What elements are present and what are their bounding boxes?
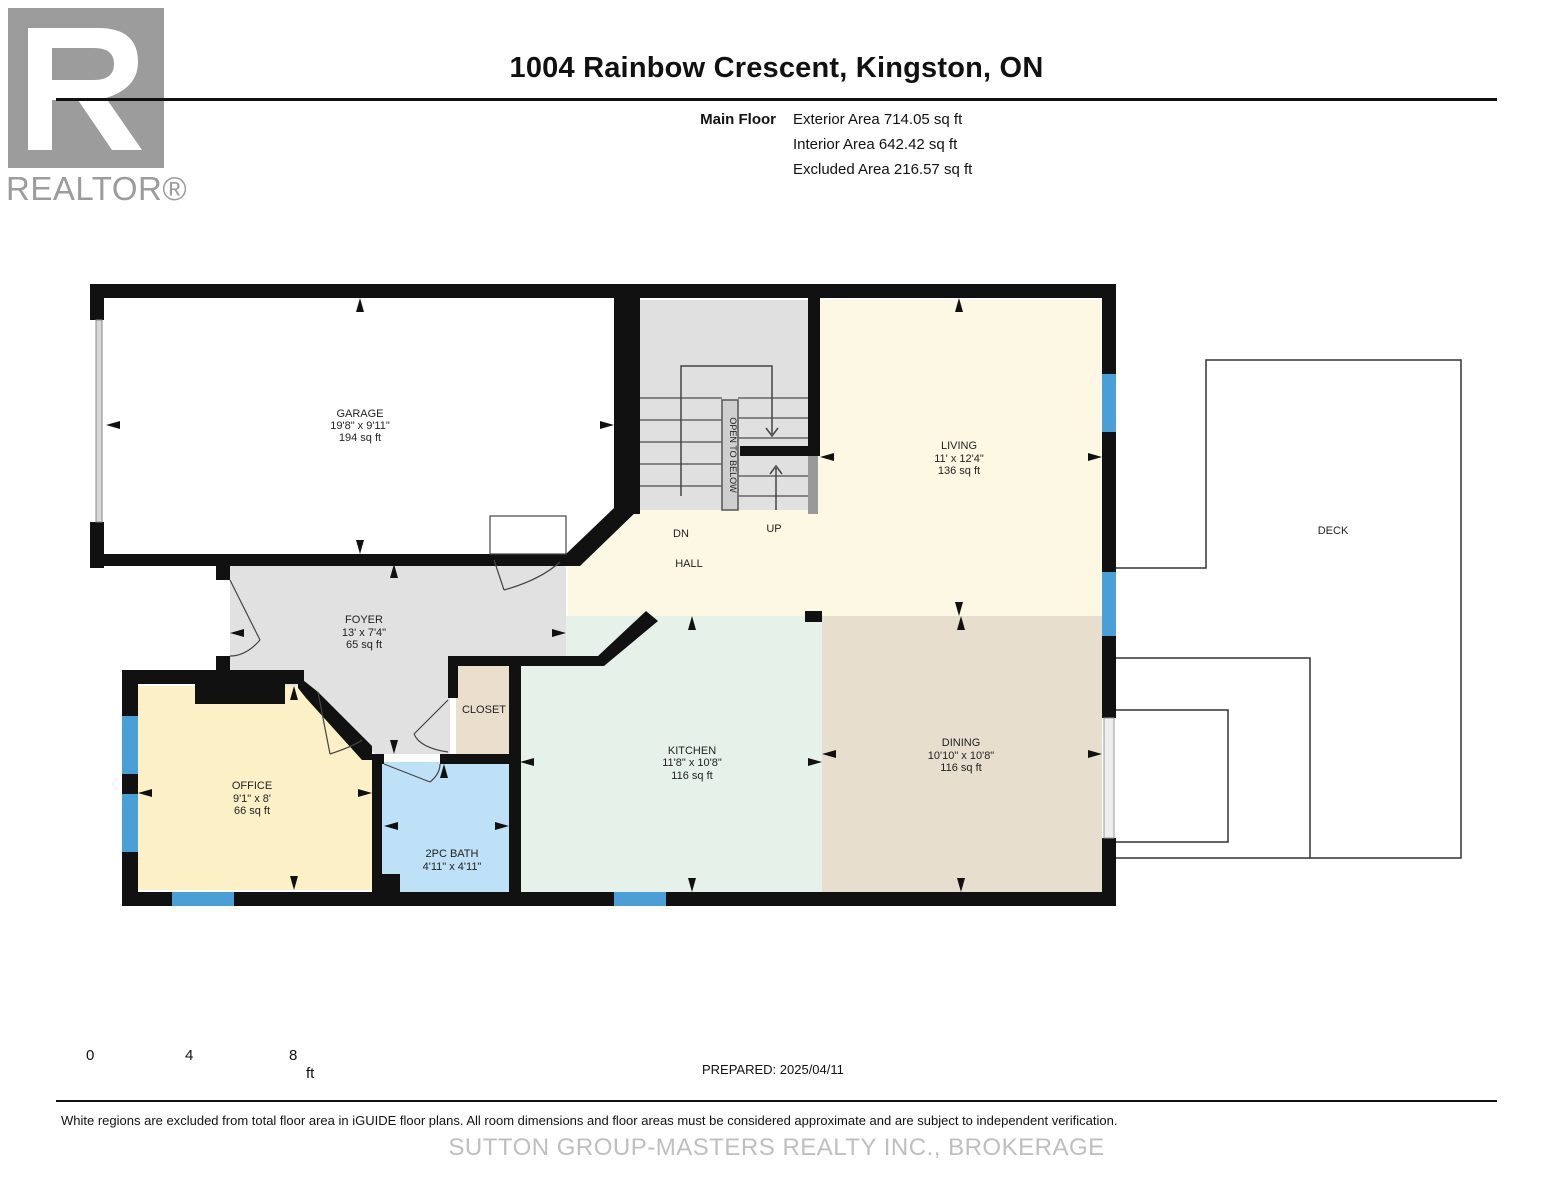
kitchen-dims: 11'8" x 10'8" <box>662 757 722 769</box>
brokerage-watermark: SUTTON GROUP-MASTERS REALTY INC., BROKER… <box>448 1134 1105 1161</box>
living-area: 136 sq ft <box>938 465 980 477</box>
page-title: 1004 Rainbow Crescent, Kingston, ON <box>509 52 1044 84</box>
foyer-fill <box>230 564 566 754</box>
hall-name: HALL <box>675 558 703 570</box>
floor-label: Main Floor <box>700 111 776 128</box>
window-office-south <box>172 892 234 906</box>
bath-name: 2PC BATH <box>426 848 479 860</box>
prepared-date: PREPARED: 2025/04/11 <box>702 1062 844 1077</box>
deck-outline <box>1116 359 1462 859</box>
east-wall-a <box>1102 284 1116 374</box>
deck-name: DECK <box>1318 525 1349 537</box>
east-wall-c <box>1102 636 1116 718</box>
window-kitchen-south <box>614 892 666 906</box>
garage-step <box>489 515 567 555</box>
dining-area: 116 sq ft <box>940 762 981 774</box>
stair-landing-wall <box>740 446 820 456</box>
garage-west-wall-top <box>90 284 104 320</box>
window-office-west-2 <box>122 794 138 852</box>
closet-west-wall <box>448 656 458 698</box>
office-west-wall-b <box>122 774 138 794</box>
scale-tick-8: 8 <box>289 1047 298 1064</box>
office-fill <box>138 686 372 890</box>
scale-unit: ft <box>306 1065 315 1082</box>
closet-door-swing <box>413 699 449 753</box>
office-north-bump <box>195 670 285 704</box>
foyer-west-wall-bottom <box>216 656 230 684</box>
floor-plan: GARAGE 19'8" x 9'11" 194 sq ft LIVING 11… <box>90 284 1462 906</box>
east-wall-d <box>1102 838 1116 906</box>
living-dims: 11' x 12'4" <box>934 453 984 465</box>
foyer-area: 65 sq ft <box>346 639 382 651</box>
office-dims: 9'1" x 8' <box>233 793 271 805</box>
stair-rail <box>808 456 818 514</box>
bath-east-wall <box>509 662 521 892</box>
excluded-area: Excluded Area 216.57 sq ft <box>793 161 973 178</box>
stairs-down-label: DN <box>673 528 689 540</box>
window-living-east-1 <box>1102 374 1116 432</box>
office-door-swing <box>317 691 363 755</box>
exterior-area: Exterior Area 714.05 sq ft <box>793 111 963 128</box>
open-to-below-label: OPEN TO BELOW <box>728 417 738 493</box>
foyer-dims: 13' x 7'4" <box>342 627 386 639</box>
office-east-wall <box>372 754 382 892</box>
living-name: LIVING <box>941 440 977 452</box>
dining-fill <box>822 616 1102 892</box>
foyer-west-wall-top <box>216 564 230 580</box>
scale-tick-4: 4 <box>185 1047 194 1064</box>
window-living-east-2 <box>1102 572 1116 636</box>
office-area: 66 sq ft <box>234 805 270 817</box>
deck-step-inner <box>1116 709 1229 843</box>
disclaimer: White regions are excluded from total fl… <box>61 1113 1118 1128</box>
interior-area: Interior Area 642.42 sq ft <box>793 136 958 153</box>
garage-area: 194 sq ft <box>339 432 381 444</box>
window-office-west-1 <box>122 716 138 774</box>
stairs-up-label: UP <box>766 523 781 535</box>
header-divider <box>56 98 1497 101</box>
garage-door-opening <box>95 319 103 523</box>
office-diagonal-wall <box>298 676 372 760</box>
garage-south-wall <box>90 554 570 566</box>
bath-fill <box>381 762 509 892</box>
north-wall <box>90 284 1116 298</box>
footer-divider <box>56 1100 1497 1102</box>
bath-dims: 4'11" x 4'11" <box>423 861 482 873</box>
closet-north-wall <box>448 656 598 666</box>
stair-east-wall <box>808 298 820 448</box>
realtor-logo-text: REALTOR® <box>6 170 188 207</box>
column <box>805 611 822 622</box>
dining-name: DINING <box>942 737 981 749</box>
closet-fill <box>456 666 512 754</box>
front-door-swing <box>229 579 261 657</box>
realtor-logo-icon <box>8 8 164 168</box>
kitchen-area: 116 sq ft <box>671 770 712 782</box>
dining-door-opening <box>1103 717 1115 839</box>
office-name: OFFICE <box>232 780 272 792</box>
office-east-corner <box>372 874 400 892</box>
kitchen-diagonal-wall <box>598 611 658 666</box>
garage-east-wall <box>614 284 640 514</box>
foyer-name: FOYER <box>345 614 383 626</box>
scale-tick-0: 0 <box>86 1047 95 1064</box>
closet-name: CLOSET <box>462 704 506 716</box>
garage-name: GARAGE <box>336 408 383 420</box>
dining-dims: 10'10" x 10'8" <box>928 750 995 762</box>
kitchen-name: KITCHEN <box>668 745 716 757</box>
office-west-wall-c <box>122 852 138 906</box>
garage-diagonal-wall <box>566 508 640 566</box>
bath-door-swing <box>383 763 441 783</box>
garage-dims: 19'8" x 9'11" <box>330 420 390 432</box>
bath-north-wall-a <box>372 754 384 764</box>
garage-entry-door-swing <box>493 559 561 591</box>
open-to-below-box <box>721 399 739 511</box>
east-wall-b <box>1102 432 1116 572</box>
bath-north-wall-b <box>440 754 516 764</box>
